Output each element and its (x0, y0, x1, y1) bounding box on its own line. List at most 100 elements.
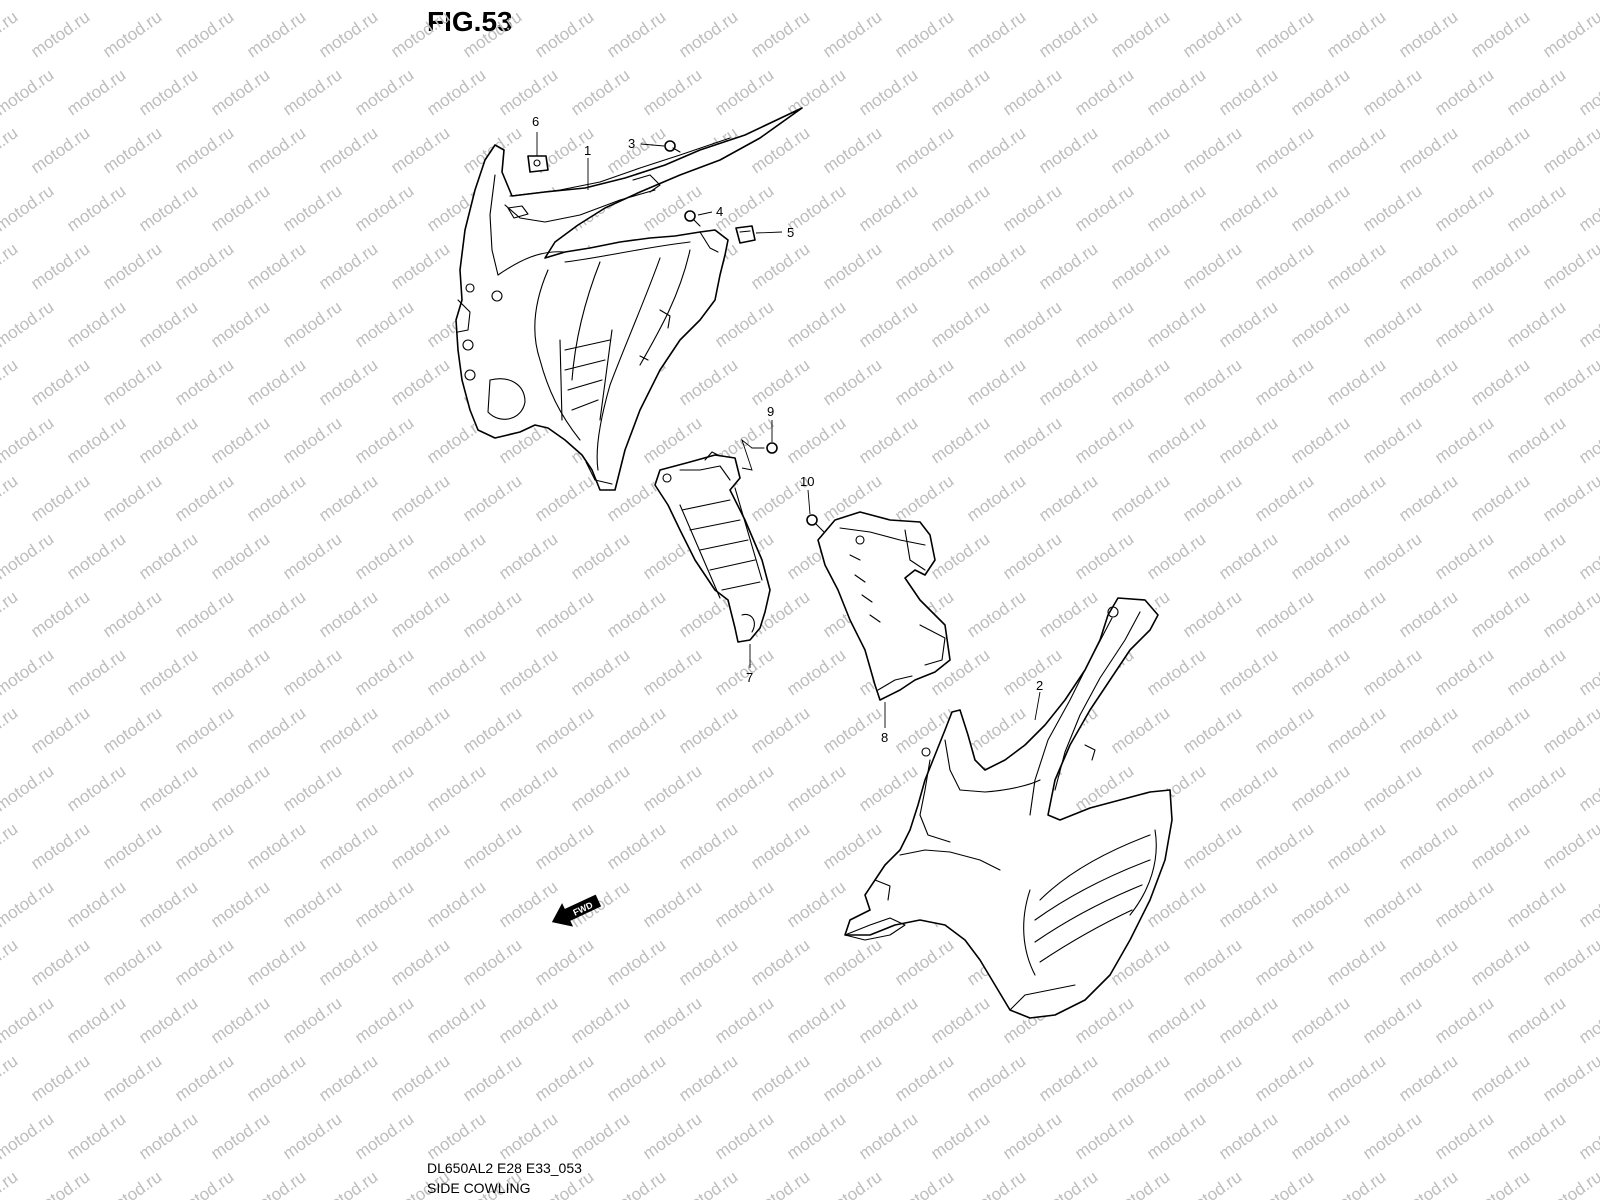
watermark-text: motod.ru (99, 7, 165, 61)
watermark-text: motod.ru (783, 65, 849, 119)
figure-code: DL650AL2 E28 E33_053 (427, 1160, 582, 1176)
watermark-text: motod.ru (1143, 529, 1209, 583)
watermark-text: motod.ru (1215, 181, 1281, 235)
part-7-inner-duct (654, 451, 771, 643)
watermark-text: motod.ru (1287, 761, 1353, 815)
watermark-text: motod.ru (279, 0, 345, 3)
watermark-text: motod.ru (27, 239, 93, 293)
part-5-nut (735, 225, 756, 244)
watermark-text: motod.ru (0, 123, 21, 177)
watermark-text: motod.ru (927, 0, 993, 3)
watermark-text: motod.ru (855, 297, 921, 351)
watermark-text: motod.ru (855, 413, 921, 467)
watermark-text: motod.ru (1575, 413, 1600, 467)
watermark-text: motod.ru (171, 935, 237, 989)
watermark-text: motod.ru (27, 471, 93, 525)
callout-10: 10 (800, 474, 814, 489)
watermark-text: motod.ru (315, 471, 381, 525)
watermark-text: motod.ru (315, 355, 381, 409)
watermark-text: motod.ru (1251, 355, 1317, 409)
watermark-text: motod.ru (1071, 413, 1137, 467)
watermark-text: motod.ru (63, 993, 129, 1047)
watermark-text: motod.ru (1467, 239, 1533, 293)
watermark-text: motod.ru (675, 7, 741, 61)
watermark-text: motod.ru (1503, 529, 1569, 583)
watermark-text: motod.ru (1143, 0, 1209, 3)
watermark-text: motod.ru (135, 181, 201, 235)
watermark-text: motod.ru (1467, 355, 1533, 409)
watermark-text: motod.ru (1107, 471, 1173, 525)
watermark-text: motod.ru (1431, 993, 1497, 1047)
watermark-text: motod.ru (423, 1109, 489, 1163)
watermark-text: motod.ru (675, 355, 741, 409)
watermark-text: motod.ru (747, 355, 813, 409)
watermark-text: motod.ru (1107, 703, 1173, 757)
watermark-text: motod.ru (603, 587, 669, 641)
watermark-text: motod.ru (27, 587, 93, 641)
watermark-text: motod.ru (783, 413, 849, 467)
figure-title: FIG.53 (427, 6, 513, 37)
watermark-text: motod.ru (1575, 761, 1600, 815)
watermark-text: motod.ru (1071, 1109, 1137, 1163)
watermark-text: motod.ru (963, 239, 1029, 293)
watermark-text: motod.ru (315, 1167, 381, 1200)
watermark-text: motod.ru (1395, 1167, 1461, 1200)
watermark-text: motod.ru (1035, 1167, 1101, 1200)
watermark-text: motod.ru (171, 7, 237, 61)
watermark-text: motod.ru (423, 65, 489, 119)
watermark-text: motod.ru (963, 1051, 1029, 1105)
watermark-text: motod.ru (1539, 1167, 1600, 1200)
watermark-text: motod.ru (747, 1051, 813, 1105)
watermark-text: motod.ru (1431, 65, 1497, 119)
watermark-text: motod.ru (387, 355, 453, 409)
watermark-text: motod.ru (63, 0, 129, 3)
watermark-text: motod.ru (423, 993, 489, 1047)
watermark-text: motod.ru (1539, 819, 1600, 873)
watermark-text: motod.ru (495, 0, 561, 3)
watermark-text: motod.ru (1287, 993, 1353, 1047)
part-2-lower-cowling (844, 597, 1173, 1019)
watermark-text: motod.ru (1359, 65, 1425, 119)
watermark-text: motod.ru (99, 355, 165, 409)
watermark-text: motod.ru (99, 471, 165, 525)
watermark-text: motod.ru (171, 819, 237, 873)
watermark-text: motod.ru (243, 1167, 309, 1200)
watermark-text: motod.ru (459, 587, 525, 641)
watermark-text: motod.ru (1251, 703, 1317, 757)
watermark-text: motod.ru (243, 935, 309, 989)
watermark-text: motod.ru (1107, 239, 1173, 293)
watermark-text: motod.ru (351, 1109, 417, 1163)
callout-3: 3 (628, 136, 635, 151)
watermark-text: motod.ru (27, 819, 93, 873)
watermark-text: motod.ru (171, 239, 237, 293)
watermark-text: motod.ru (567, 65, 633, 119)
watermark-text: motod.ru (63, 297, 129, 351)
watermark-text: motod.ru (495, 877, 561, 931)
callout-8: 8 (881, 730, 888, 745)
watermark-text: motod.ru (0, 297, 57, 351)
watermark-text: motod.ru (135, 0, 201, 3)
watermark-text: motod.ru (1215, 877, 1281, 931)
watermark-text: motod.ru (1539, 239, 1600, 293)
watermark-text: motod.ru (819, 123, 885, 177)
watermark-text: motod.ru (1575, 0, 1600, 3)
watermark-text: motod.ru (567, 0, 633, 3)
watermark-text: motod.ru (27, 123, 93, 177)
watermark-text: motod.ru (1251, 819, 1317, 873)
watermark-text: motod.ru (639, 645, 705, 699)
watermark-text: motod.ru (1575, 645, 1600, 699)
watermark-text: motod.ru (1071, 181, 1137, 235)
watermark-text: motod.ru (1539, 471, 1600, 525)
watermark-text: motod.ru (63, 65, 129, 119)
watermark-text: motod.ru (1359, 645, 1425, 699)
watermark-text: motod.ru (63, 645, 129, 699)
watermark-text: motod.ru (1251, 1051, 1317, 1105)
watermark-text: motod.ru (0, 355, 21, 409)
watermark-text: motod.ru (1143, 413, 1209, 467)
watermark-text: motod.ru (1467, 7, 1533, 61)
watermark-text: motod.ru (63, 413, 129, 467)
watermark-text: motod.ru (1251, 587, 1317, 641)
watermark-text: motod.ru (891, 935, 957, 989)
watermark-text: motod.ru (999, 529, 1065, 583)
watermark-text: motod.ru (1215, 297, 1281, 351)
